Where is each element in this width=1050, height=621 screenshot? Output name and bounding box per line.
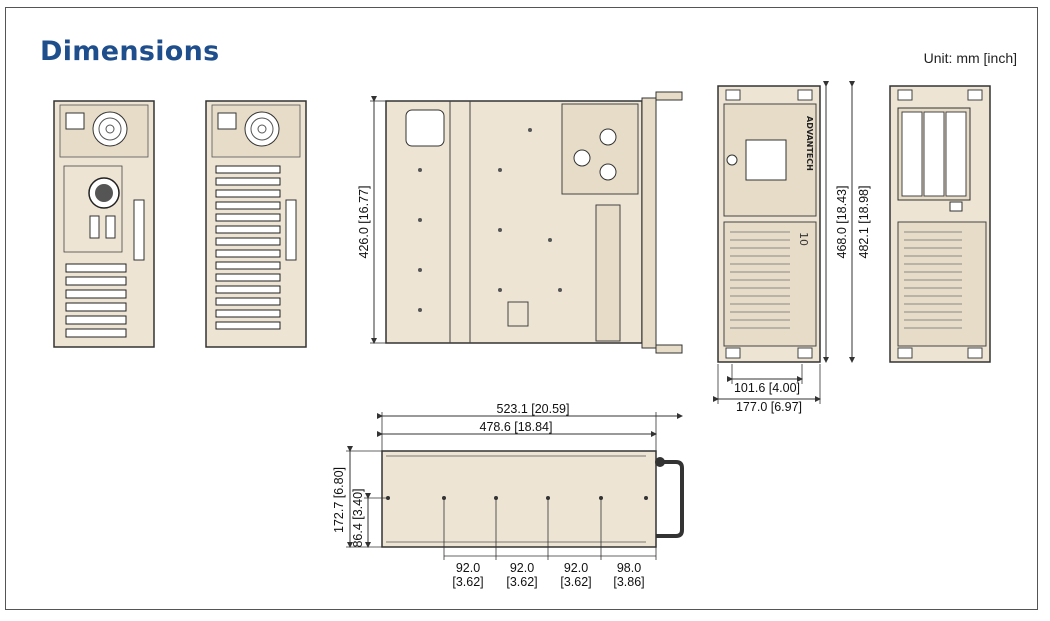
side-view: [381, 450, 684, 548]
spacing-4-inch: [3.86]: [613, 575, 644, 589]
rear-1-slots: [65, 263, 127, 338]
spacing-4-mm: 98.0: [617, 561, 641, 575]
spacing-2-mm: 92.0: [510, 561, 534, 575]
page-title: Dimensions: [40, 36, 220, 67]
dim-depth-top-label: 426.0 [16.77]: [357, 186, 371, 259]
dim-width-177: 177.0 [6.97]: [736, 400, 802, 414]
spacing-1-mm: 92.0: [456, 561, 480, 575]
dim-height-172: 172.7 [6.80]: [332, 467, 346, 533]
dim-height-86: 86.4 [3.40]: [351, 488, 365, 547]
spacing-1-inch: [3.62]: [452, 575, 483, 589]
dim-front-heights: 468.0 [18.43] 482.1 [18.98]: [823, 81, 871, 363]
rear-2-slots: [215, 165, 281, 330]
dim-height-468: 468.0 [18.43]: [835, 186, 849, 259]
spacing-3-inch: [3.62]: [560, 575, 591, 589]
dim-length-523: 523.1 [20.59]: [497, 402, 570, 416]
dim-length-478: 478.6 [18.84]: [480, 420, 553, 434]
top-view: [385, 91, 683, 354]
front-view-1: ADVANTECH 10: [717, 85, 821, 363]
rear-view-2: [205, 100, 307, 348]
dim-height-482: 482.1 [18.98]: [857, 186, 871, 259]
dim-hole-spacing: 92.0 [3.62] 92.0 [3.62] 92.0 [3.62] 98.0…: [443, 498, 657, 589]
dim-side-lengths: 523.1 [20.59] 478.6 [18.84]: [377, 402, 683, 451]
spacing-2-inch: [3.62]: [506, 575, 537, 589]
spacing-3-mm: 92.0: [564, 561, 588, 575]
dim-front-widths: 101.6 [4.00] 177.0 [6.97]: [713, 364, 821, 414]
unit-label: Unit: mm [inch]: [923, 50, 1017, 66]
rear-view-1: [53, 100, 155, 348]
front-brand-label: ADVANTECH: [805, 116, 814, 171]
dim-side-heights: 172.7 [6.80] 86.4 [3.40]: [332, 446, 388, 548]
dim-depth-top: 426.0 [16.77]: [357, 96, 386, 344]
dim-width-101: 101.6 [4.00]: [734, 381, 800, 395]
front-view-2: [889, 85, 991, 363]
front-model-label: 10: [797, 232, 810, 246]
